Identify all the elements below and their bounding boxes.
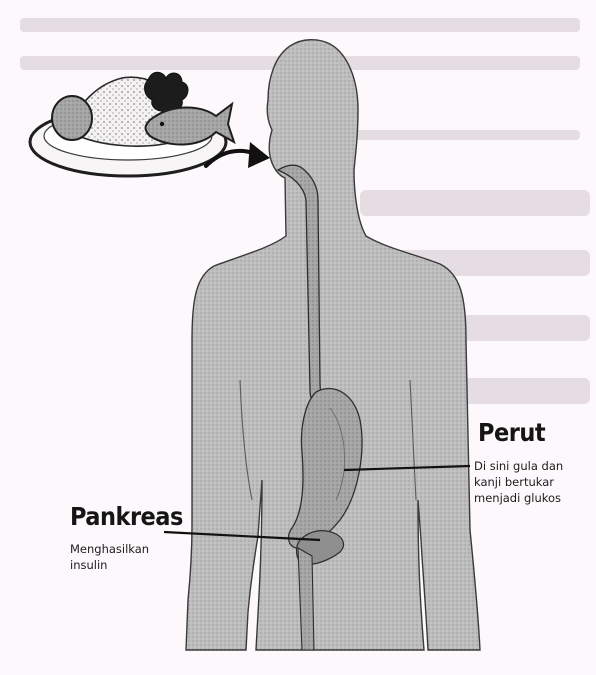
- perut-label: Perut: [478, 418, 545, 447]
- pankreas-label: Pankreas: [70, 502, 183, 531]
- pankreas-description: Menghasilkan insulin: [70, 541, 149, 573]
- vegetable: [52, 96, 92, 140]
- perut-description-line: kanji bertukar: [474, 474, 563, 490]
- perut-description-line: menjadi glukos: [474, 490, 563, 506]
- perut-description: Di sini gula dan kanji bertukar menjadi …: [474, 458, 563, 506]
- perut-description-line: Di sini gula dan: [474, 458, 563, 474]
- fish-eye: [160, 122, 164, 126]
- pankreas-description-line: insulin: [70, 557, 149, 573]
- food-plate: [30, 72, 234, 176]
- pankreas-description-line: Menghasilkan: [70, 541, 149, 557]
- arrow-head-icon: [248, 142, 270, 168]
